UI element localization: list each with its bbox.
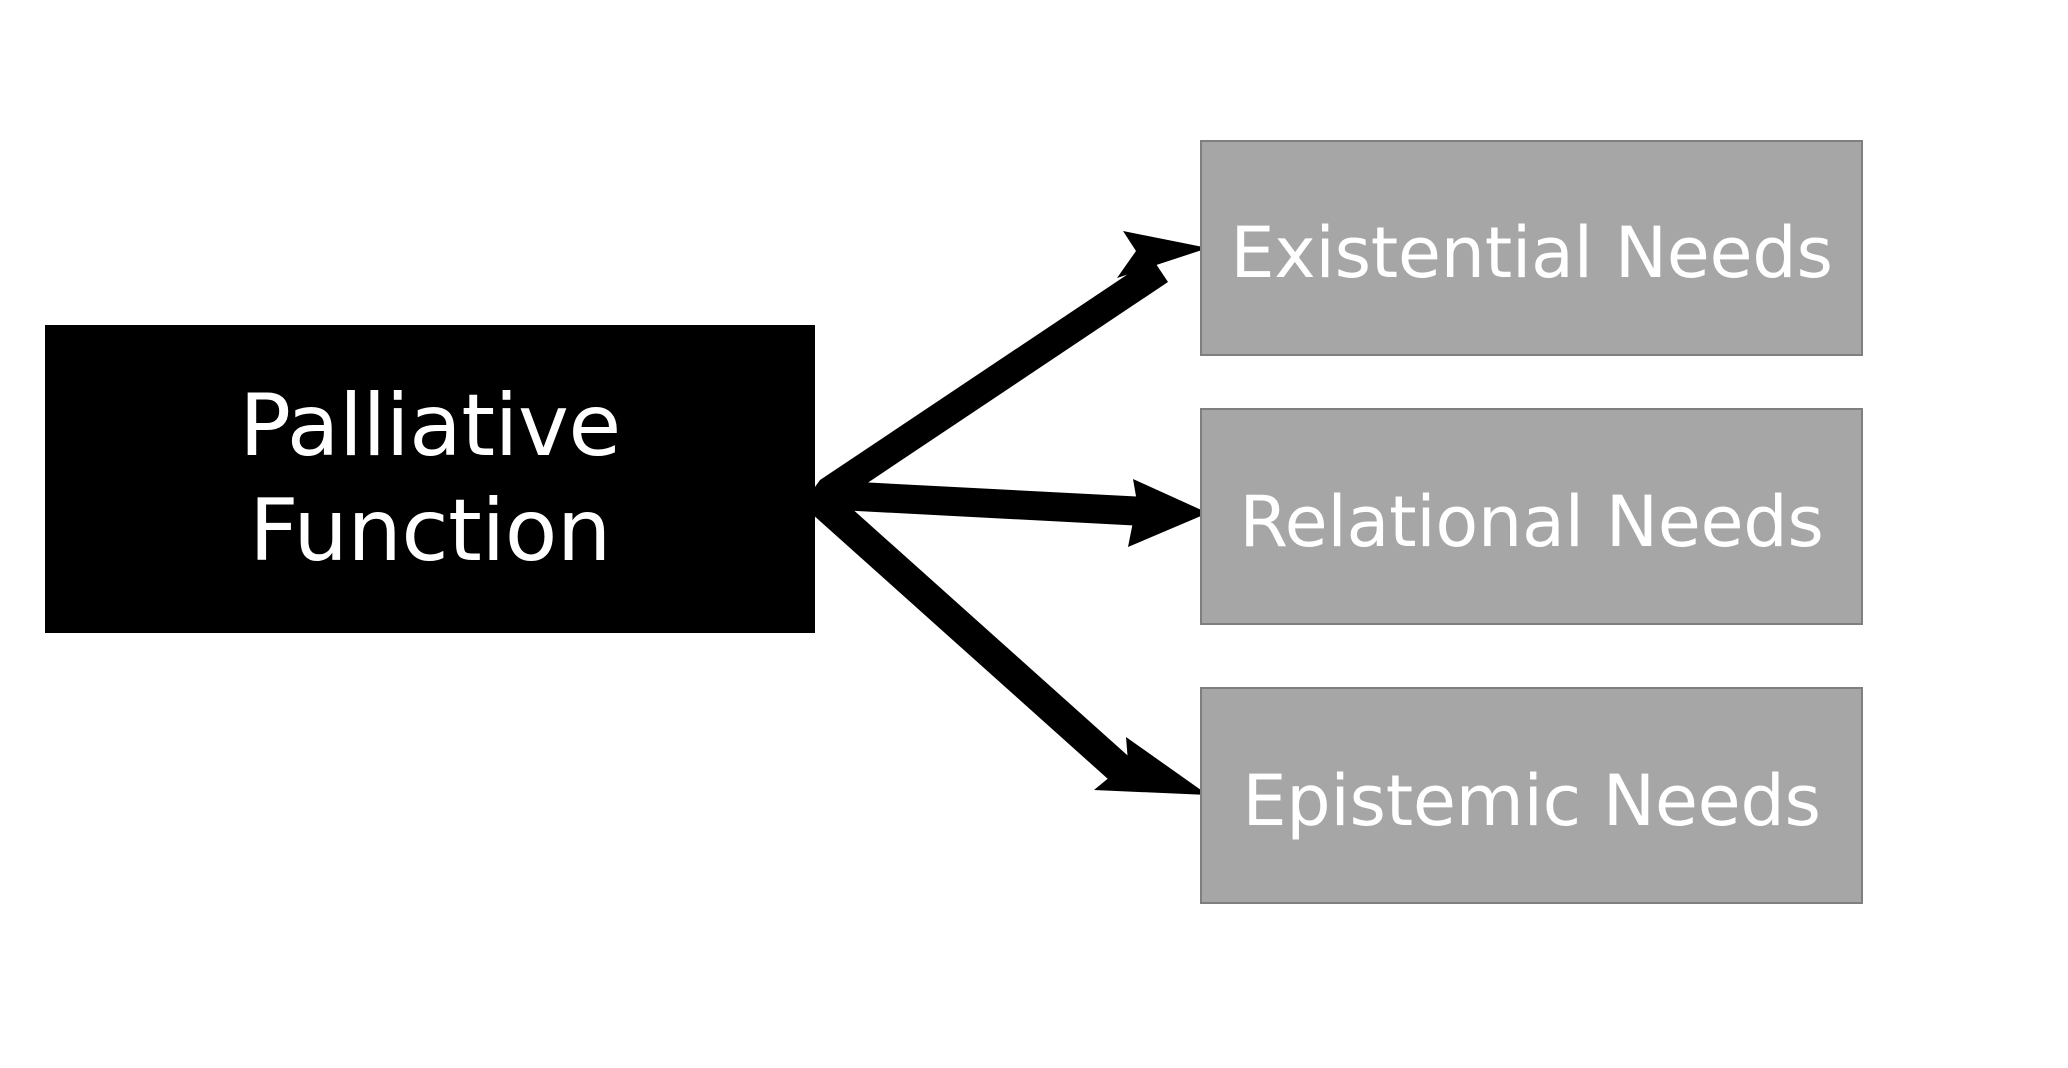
node-existential-needs-label: Existential Needs (1230, 212, 1833, 294)
arrow-to-existential-needs (820, 231, 1208, 504)
node-relational-needs-label: Relational Needs (1239, 480, 1824, 563)
arrow-to-relational-needs (819, 479, 1208, 547)
node-epistemic-needs-label: Epistemic Needs (1242, 759, 1821, 842)
node-palliative-function-label: Palliative Function (239, 376, 621, 581)
arrow-to-epistemic-needs (802, 480, 1208, 795)
node-existential-needs[interactable]: Existential Needs (1200, 140, 1863, 356)
node-relational-needs[interactable]: Relational Needs (1200, 408, 1863, 625)
node-epistemic-needs[interactable]: Epistemic Needs (1200, 687, 1863, 904)
node-palliative-function[interactable]: Palliative Function (45, 325, 815, 633)
